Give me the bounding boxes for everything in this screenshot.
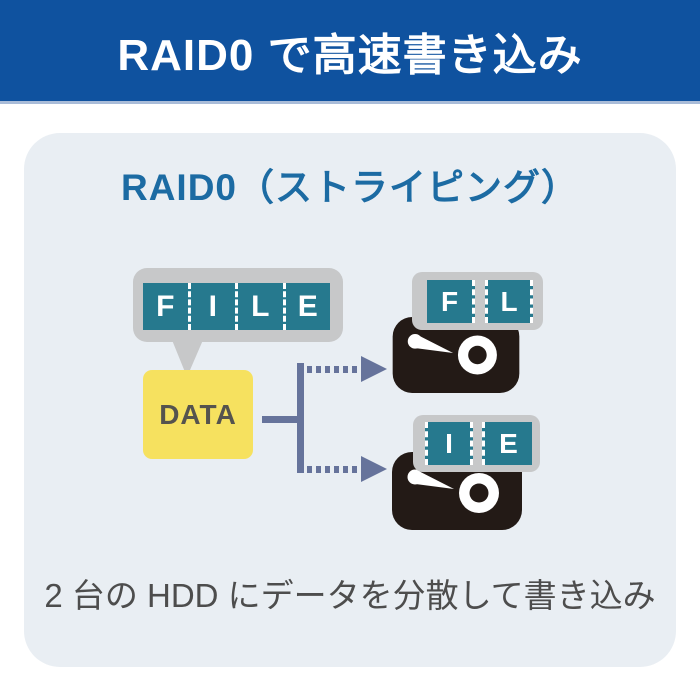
data-source-box: DATA (143, 370, 253, 459)
arrowhead-bottom-icon (361, 456, 387, 482)
file-letter-e: E (282, 283, 331, 330)
file-letter-f: F (156, 289, 175, 323)
header-underline (0, 101, 700, 104)
fragment-holder-1: F L (412, 272, 543, 330)
file-strip: F I L E (143, 283, 330, 330)
fragment-letter-e: E (482, 422, 532, 465)
fragment-letter-i: I (425, 422, 473, 465)
file-letter-l: L (235, 283, 283, 330)
fragment-letter-f: F (427, 280, 475, 323)
data-source-label: DATA (159, 398, 237, 430)
panel-subtitle: RAID0（ストライピング） (120, 167, 580, 208)
fragment-letter-l: L (485, 280, 533, 323)
dotted-line-bottom (307, 466, 361, 473)
dotted-line-top (307, 366, 361, 373)
header-banner: RAID0 で高速書き込み (0, 0, 700, 101)
hard-disk-icon (392, 317, 520, 393)
panel-caption: 2 台の HDD にデータを分散して書き込み (44, 577, 656, 614)
hdd-1: F L (392, 272, 544, 394)
hdd-2: I E (392, 415, 544, 531)
content-panel: RAID0（ストライピング） F I L E DATA (24, 133, 676, 667)
arrowhead-top-icon (361, 356, 387, 382)
header-title: RAID0 で高速書き込み (117, 30, 583, 80)
file-speech-bubble: F I L E (133, 268, 343, 342)
connector-horizontal-line (262, 416, 304, 423)
file-letter-i: I (187, 283, 236, 330)
connector-vertical-line (297, 363, 304, 473)
fragment-holder-2: I E (413, 415, 540, 472)
